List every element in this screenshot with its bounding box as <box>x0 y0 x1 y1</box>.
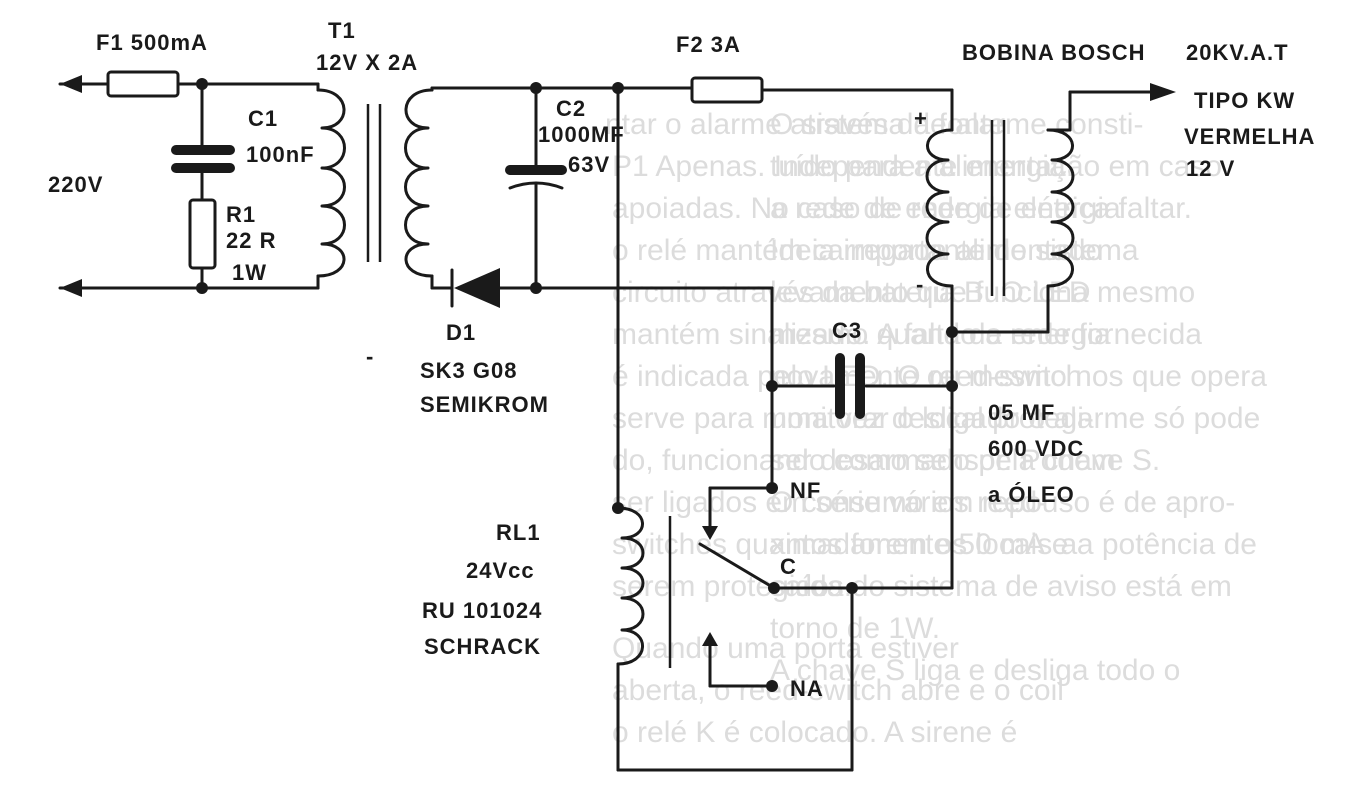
transformer-secondary-coil <box>404 88 434 278</box>
bg-line: ser ligados em série vários reed- <box>612 486 1047 519</box>
relay-coil <box>616 506 645 666</box>
d1-part-label: SK3 G08 <box>420 358 518 383</box>
relay-switch-arm <box>698 542 776 590</box>
junction-dot <box>946 380 958 392</box>
contact-nf-label: NF <box>790 478 821 503</box>
bg-line: mesmo quando a rede fornecida <box>770 318 1202 351</box>
c1-label: C1 <box>248 106 278 131</box>
rl1-part-label: RU 101024 <box>422 598 542 623</box>
c2-voltage-label: 63V <box>568 152 610 177</box>
capacitor-c3-section <box>766 286 958 419</box>
rl1-maker-label: SCHRACK <box>424 634 541 659</box>
contact-c-label: C <box>780 554 797 579</box>
t1-rating-label: 12V X 2A <box>316 50 418 75</box>
bg-line: serve para monitorar o local protegi- <box>612 402 1094 435</box>
t1-label: T1 <box>328 18 356 43</box>
bg-line: ntar o alarme através da fonte <box>605 108 1005 141</box>
bg-line: aberta, o reed-switch abre e o coil <box>612 674 1064 707</box>
bg-line: A chave S liga e desliga todo o <box>770 654 1180 687</box>
minus-label: - <box>366 344 374 369</box>
c2-label: C2 <box>556 96 586 121</box>
ignition-coil-secondary <box>1046 128 1075 288</box>
bg-line: O sistema de alarme consti- <box>770 108 1143 141</box>
bg-line: tuído para a alimentação em caso <box>770 150 1222 183</box>
bg-line: o relé mantém carregada alimentado <box>612 234 1102 267</box>
c3-voltage-label: 600 VDC <box>988 436 1084 461</box>
coil-voltage-label: 12 V <box>1186 156 1235 181</box>
bg-line: torno de 1W. <box>770 612 940 645</box>
bg-line: o relé K é colocado. A sirene é <box>612 716 1017 749</box>
arrow-left-icon <box>60 75 82 93</box>
bg-line: do, funcionando como sensor. Podem <box>612 444 1116 477</box>
bg-line: ser desarmado pela chave S. <box>770 444 1160 477</box>
bg-line: uma vez desligado o alarme só pode <box>770 402 1260 435</box>
arrow-right-icon <box>1150 83 1176 101</box>
junction-dot <box>846 582 858 594</box>
transformer-primary-coil <box>316 88 346 278</box>
coil-minus-label: - <box>916 272 924 297</box>
junction-dot <box>612 82 624 94</box>
f1-label: F1 500mA <box>96 30 208 55</box>
contact-na-label: NA <box>790 676 824 701</box>
r1-value-label: 22 R <box>226 228 276 253</box>
mains-voltage-label: 220V <box>48 172 103 197</box>
bg-line: P1 Apenas. Independente energia. <box>612 150 1074 183</box>
mains-input <box>58 70 320 297</box>
coil-color-label: VERMELHA <box>1184 124 1315 149</box>
bg-line: é indicada pelo LED. O reed-switch <box>612 360 1082 393</box>
junction-dot <box>196 78 208 90</box>
coil-type-label: TIPO KW <box>1194 88 1295 113</box>
bg-line: apoiadas. No caso de rede de energia <box>612 192 1121 225</box>
bg-line: novamente ou mesmo nos que opera <box>770 360 1267 393</box>
junction-dot <box>530 282 542 294</box>
c1-value-label: 100nF <box>246 142 315 167</box>
rl1-label: RL1 <box>496 520 541 545</box>
c2-value-label: 1000MF <box>538 122 625 147</box>
junction-dot <box>196 282 208 294</box>
bg-line: levamento que funciona mesmo <box>770 276 1195 309</box>
relay-rl1 <box>612 384 954 772</box>
coil-plus-label: + <box>914 106 928 131</box>
junction-dot <box>530 82 542 94</box>
resistor-r1 <box>188 198 217 270</box>
fuse-f1 <box>106 70 180 98</box>
bg-line: switches quantos forem os locais a <box>612 528 1078 561</box>
d1-label: D1 <box>446 320 476 345</box>
transformer-t1 <box>316 88 434 278</box>
ignition-coil-primary <box>925 128 954 288</box>
r1-power-label: 1W <box>232 260 267 285</box>
f2-label: F2 3A <box>676 32 741 57</box>
diode-d1 <box>454 268 500 308</box>
arrow-down-icon <box>702 526 718 540</box>
c3-label: C3 <box>832 318 862 343</box>
r1-label: R1 <box>226 202 256 227</box>
rectifier-section <box>430 82 774 510</box>
contact-na-dot <box>766 680 778 692</box>
component-labels: F1 500mA T1 12V X 2A C1 100nF 220V R1 22… <box>48 18 1315 701</box>
bg-line: a rede de energia elétrica faltar. <box>770 192 1192 225</box>
c3-value-label: 05 MF <box>988 400 1055 425</box>
coil-rating-label: 20KV.A.T <box>1186 40 1289 65</box>
d1-maker-label: SEMIKROM <box>420 392 549 417</box>
rl1-voltage-label: 24Vcc <box>466 558 535 583</box>
c3-type-label: a ÓLEO <box>988 482 1075 507</box>
coil-name-label: BOBINA BOSCH <box>962 40 1146 65</box>
ignition-coil-section <box>690 76 1176 590</box>
bg-line: Ideia importante do sistema <box>770 234 1139 267</box>
fuse-f2 <box>690 76 764 104</box>
arrow-left-icon <box>60 279 82 297</box>
bg-line: circuito através da bateria B. O LED <box>612 276 1091 309</box>
bg-line: ximadamente 50 mA e a potência de <box>770 528 1257 561</box>
bg-line: mantém sinalizado. A falta de energia <box>612 318 1111 351</box>
bg-line: O consumo em repouso é de apro- <box>770 486 1235 519</box>
